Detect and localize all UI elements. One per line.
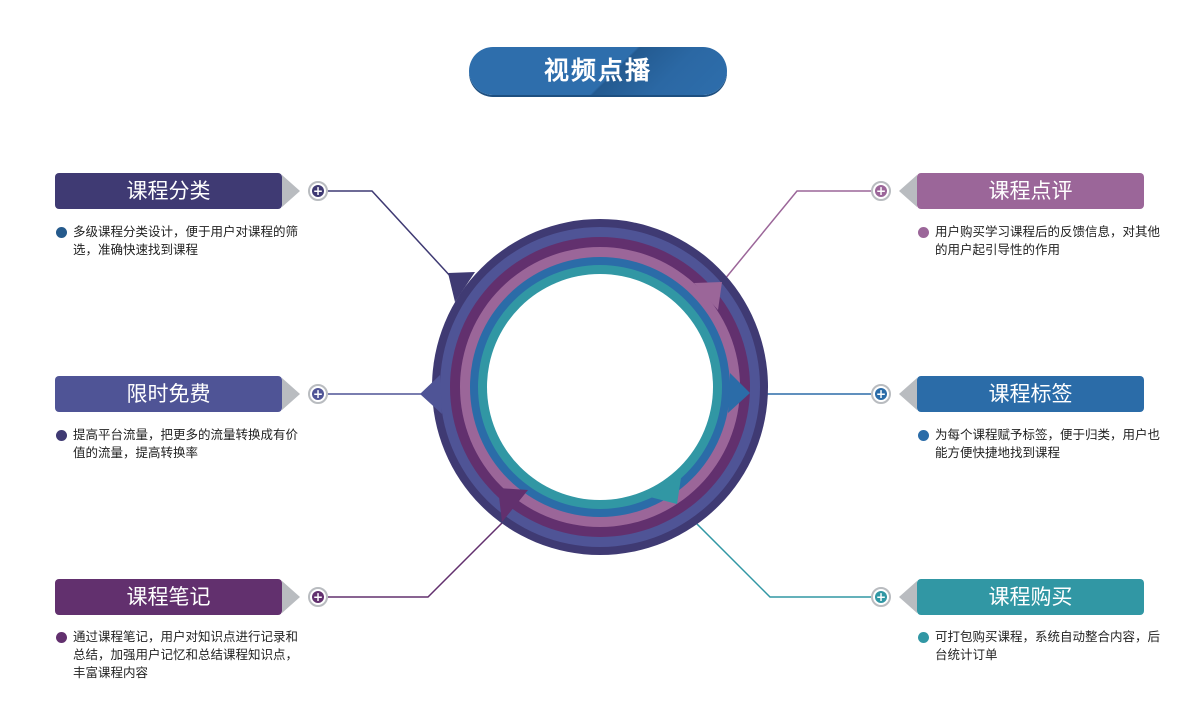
- feature-box-course-category: 课程分类: [55, 173, 282, 209]
- bullet-dot-icon: [56, 430, 67, 441]
- page-title: 视频点播: [469, 47, 727, 95]
- connector-lines: [328, 190, 871, 598]
- triangle-pointer-icon: [282, 378, 300, 410]
- desc-text: 通过课程笔记，用户对知识点进行记录和总结，加强用户记忆和总结课程知识点，丰富课程…: [73, 629, 299, 680]
- plus-circle-icon[interactable]: +: [871, 587, 891, 607]
- desc-text: 可打包购买课程，系统自动整合内容，后台统计订单: [935, 629, 1161, 662]
- desc-text: 多级课程分类设计，便于用户对课程的筛选，准确快速找到课程: [73, 224, 299, 257]
- connector-notes: [328, 519, 506, 598]
- feature-desc-course-notes: 通过课程笔记，用户对知识点进行记录和总结，加强用户记忆和总结课程知识点，丰富课程…: [56, 628, 298, 682]
- feature-box-limited-free: 限时免费: [55, 376, 282, 412]
- bullet-dot-icon: [56, 632, 67, 643]
- triangle-pointer-icon: [899, 581, 917, 613]
- triangle-pointer-icon: [728, 373, 750, 413]
- connector-review: [719, 190, 871, 286]
- triangle-pointer-icon: [650, 478, 681, 504]
- plus-circle-icon[interactable]: +: [871, 384, 891, 404]
- feature-box-course-purchase: 课程购买: [917, 579, 1144, 615]
- plus-circle-icon[interactable]: +: [308, 587, 328, 607]
- ring-center: [487, 274, 713, 500]
- feature-desc-limited-free: 提高平台流量，把更多的流量转换成有价值的流量，提高转换率: [56, 426, 298, 462]
- feature-box-course-tags: 课程标签: [917, 376, 1144, 412]
- plus-circle-icon[interactable]: +: [308, 181, 328, 201]
- desc-text: 为每个课程赋予标签，便于归类，用户也能方便快捷地找到课程: [935, 427, 1161, 460]
- connector-course-category: [328, 190, 453, 279]
- feature-box-course-review: 课程点评: [917, 173, 1144, 209]
- desc-text: 提高平台流量，把更多的流量转换成有价值的流量，提高转换率: [73, 427, 299, 460]
- desc-text: 用户购买学习课程后的反馈信息，对其他的用户起引导性的作用: [935, 224, 1161, 257]
- feature-desc-course-tags: 为每个课程赋予标签，便于归类，用户也能方便快捷地找到课程: [918, 426, 1160, 462]
- triangle-pointer-icon: [448, 272, 475, 302]
- feature-box-course-notes: 课程笔记: [55, 579, 282, 615]
- triangle-pointer-icon: [899, 175, 917, 207]
- ring-pointers: [420, 272, 750, 522]
- bullet-dot-icon: [918, 632, 929, 643]
- plus-circle-icon[interactable]: +: [871, 181, 891, 201]
- bullet-dot-icon: [918, 227, 929, 238]
- rings: [432, 219, 768, 555]
- bullet-dot-icon: [918, 430, 929, 441]
- triangle-pointer-icon: [420, 375, 442, 414]
- bullet-dot-icon: [56, 227, 67, 238]
- feature-desc-course-review: 用户购买学习课程后的反馈信息，对其他的用户起引导性的作用: [918, 223, 1160, 259]
- connector-purchase: [675, 502, 871, 598]
- triangle-pointer-icon: [282, 581, 300, 613]
- triangle-pointer-icon: [694, 282, 722, 310]
- plus-circle-icon[interactable]: +: [308, 384, 328, 404]
- feature-desc-course-purchase: 可打包购买课程，系统自动整合内容，后台统计订单: [918, 628, 1160, 664]
- triangle-pointer-icon: [498, 488, 528, 522]
- feature-desc-course-category: 多级课程分类设计，便于用户对课程的筛选，准确快速找到课程: [56, 223, 298, 259]
- triangle-pointer-icon: [282, 175, 300, 207]
- triangle-pointer-icon: [899, 378, 917, 410]
